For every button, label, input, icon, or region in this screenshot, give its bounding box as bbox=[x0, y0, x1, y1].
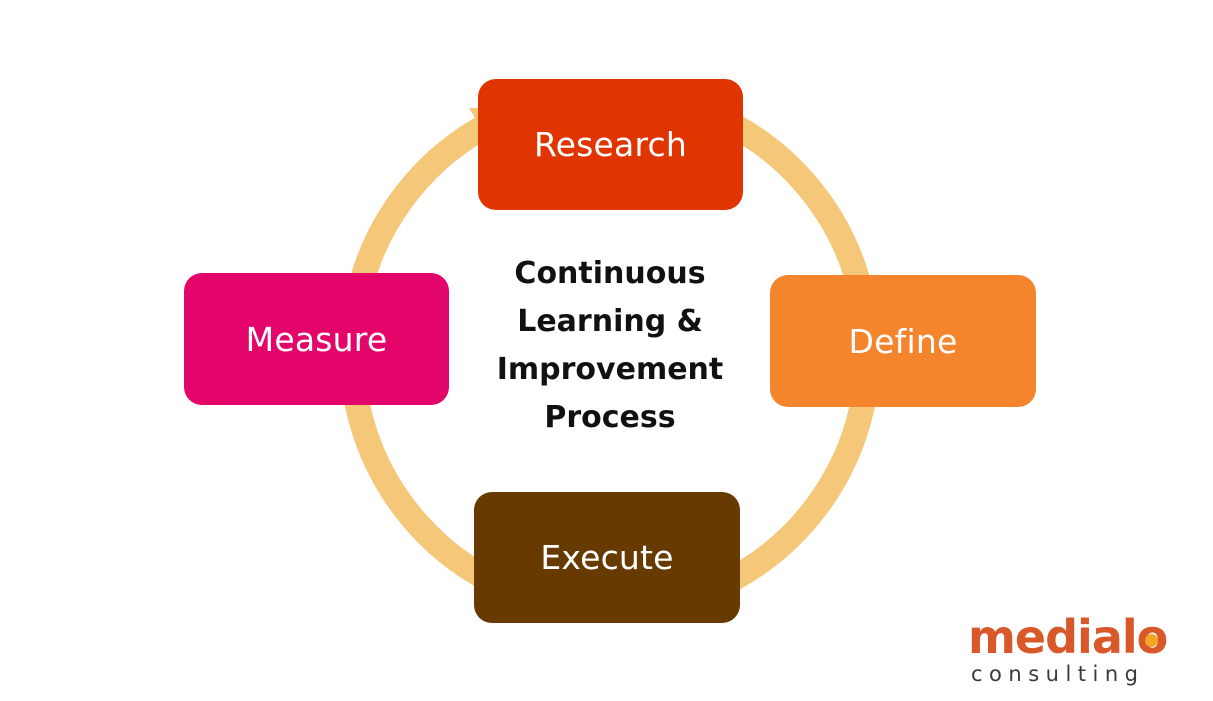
step-execute: Execute bbox=[474, 492, 740, 623]
center-title-line-1: Continuous bbox=[514, 256, 706, 291]
step-research-label: Research bbox=[534, 125, 687, 164]
center-title-line-3: Improvement bbox=[496, 352, 724, 387]
logo-subtitle: consulting bbox=[971, 662, 1145, 686]
step-execute-label: Execute bbox=[540, 538, 674, 577]
logo-word-main: medial bbox=[968, 610, 1138, 664]
step-define: Define bbox=[770, 275, 1036, 407]
step-research: Research bbox=[478, 79, 743, 210]
step-define-label: Define bbox=[848, 321, 958, 361]
center-title-line-2: Learning & bbox=[517, 304, 703, 339]
step-measure-label: Measure bbox=[245, 319, 388, 359]
center-title-line-4: Process bbox=[544, 400, 676, 435]
logo-dot-icon bbox=[1145, 633, 1159, 647]
logo-wordmark: medialo bbox=[968, 610, 1169, 664]
logo-word-o-dot-icon: o bbox=[1137, 610, 1169, 664]
medialo-logo: medialo consulting bbox=[968, 612, 1188, 688]
center-title: Continuous Learning & Improvement Proces… bbox=[460, 250, 760, 442]
step-measure: Measure bbox=[184, 273, 449, 405]
